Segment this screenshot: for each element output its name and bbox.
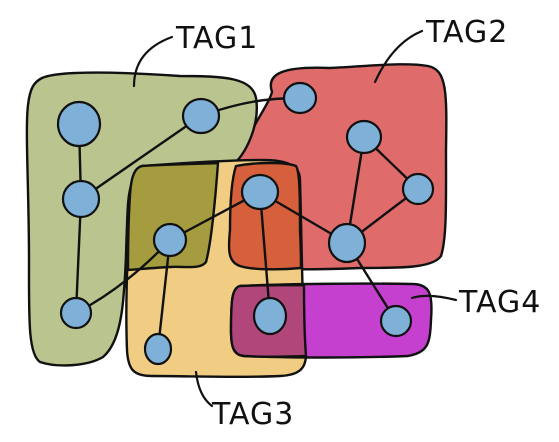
node-n4 xyxy=(59,296,93,330)
tag3-leader xyxy=(194,370,214,408)
tag1-leader xyxy=(132,35,174,88)
tag3-label: TAG3 xyxy=(211,397,294,432)
node-n13 xyxy=(379,304,413,338)
node-n2 xyxy=(181,97,221,135)
node-n8 xyxy=(240,173,280,211)
tag1-label: TAG1 xyxy=(175,21,258,56)
node-n9 xyxy=(327,222,367,264)
node-n10 xyxy=(152,222,188,258)
tag4-leader xyxy=(410,294,458,302)
tag4-label: TAG4 xyxy=(458,285,541,320)
node-n6 xyxy=(345,119,383,155)
tag1-tag3-overlap xyxy=(126,161,220,272)
edge-n8-n12 xyxy=(258,190,272,318)
node-n7 xyxy=(401,172,435,206)
edge-n10-n11 xyxy=(156,238,172,351)
tag2-label: TAG2 xyxy=(425,15,508,50)
edge-n3-n2 xyxy=(79,114,203,201)
tag2-leader xyxy=(373,29,424,84)
node-n12 xyxy=(252,296,288,336)
node-n3 xyxy=(61,179,101,219)
node-n11 xyxy=(143,332,173,366)
node-n5 xyxy=(282,81,318,115)
node-n1 xyxy=(56,100,102,148)
